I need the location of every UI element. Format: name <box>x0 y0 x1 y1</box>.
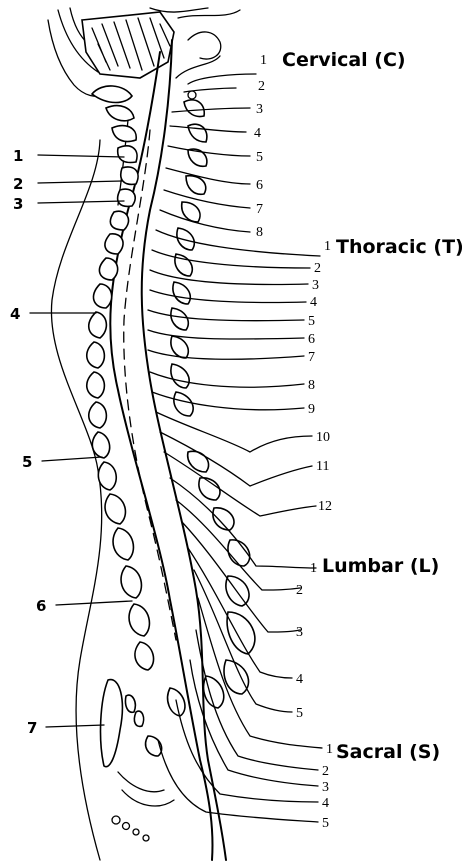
cervical-num: 4 <box>254 126 261 141</box>
thoracic-num: 2 <box>314 261 321 276</box>
thoracic-num: 12 <box>318 499 332 514</box>
sacral-num: 3 <box>322 780 329 795</box>
left-label-3: 3 <box>13 195 23 213</box>
lumbar-num: 1 <box>310 561 317 576</box>
sacral-num: 2 <box>322 764 329 779</box>
cervical-numbers: 1 2 3 4 5 6 7 8 <box>254 53 267 240</box>
left-label-5: 5 <box>22 453 32 471</box>
sacral-numbers: 1 2 3 4 5 <box>322 742 333 831</box>
sacral-num: 4 <box>322 796 329 811</box>
lumbar-numbers: 1 2 3 4 5 <box>296 561 317 721</box>
sacral-num: 1 <box>326 742 333 757</box>
cervical-num: 3 <box>256 102 263 117</box>
left-label-6: 6 <box>36 597 46 615</box>
cervical-num: 2 <box>258 79 265 94</box>
thoracic-num: 3 <box>312 278 319 293</box>
lumbar-num: 4 <box>296 672 303 687</box>
cervical-num: 6 <box>256 178 263 193</box>
lumbar-num: 5 <box>296 706 303 721</box>
thoracic-num: 1 <box>324 239 331 254</box>
thoracic-num: 9 <box>308 402 315 417</box>
left-numbers: 1 2 3 4 5 6 7 <box>10 147 46 737</box>
thoracic-numbers: 1 2 3 4 5 6 7 8 9 10 11 12 <box>308 239 332 514</box>
left-label-7: 7 <box>27 719 37 737</box>
left-label-1: 1 <box>13 147 23 165</box>
lumbar-label: Lumbar (L) <box>322 555 439 577</box>
left-label-4: 4 <box>10 305 20 323</box>
cervical-num: 8 <box>256 225 263 240</box>
cervical-num: 1 <box>260 53 267 68</box>
sacral-label: Sacral (S) <box>336 741 440 763</box>
left-label-2: 2 <box>13 175 23 193</box>
thoracic-num: 7 <box>308 350 315 365</box>
thoracic-num: 6 <box>308 332 315 347</box>
sacral-num: 5 <box>322 816 329 831</box>
lumbar-num: 3 <box>296 625 303 640</box>
cervical-label: Cervical (C) <box>282 49 406 71</box>
thoracic-num: 5 <box>308 314 315 329</box>
cervical-num: 7 <box>256 202 263 217</box>
thoracic-label: Thoracic (T) <box>336 236 462 258</box>
coccyx-segments <box>112 772 174 841</box>
cervical-num: 5 <box>256 150 263 165</box>
ganglia <box>146 100 255 756</box>
thoracic-num: 8 <box>308 378 315 393</box>
back-outline <box>51 140 101 860</box>
lumbar-num: 2 <box>296 583 303 598</box>
skull-outline <box>48 8 240 99</box>
thoracic-num: 10 <box>316 430 330 445</box>
thoracic-num: 4 <box>310 295 317 310</box>
thoracic-num: 11 <box>316 459 329 474</box>
